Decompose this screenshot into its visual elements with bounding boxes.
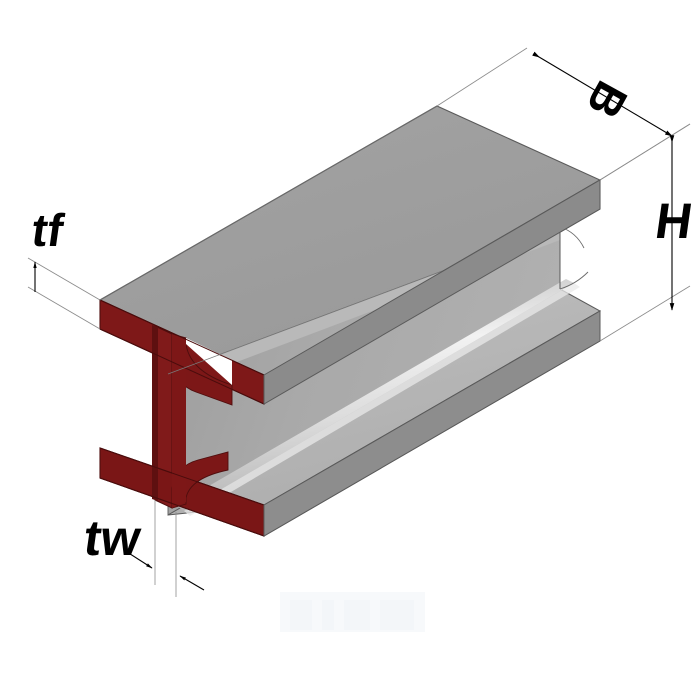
dimension-H: H <box>599 123 696 342</box>
bottom-flange-fillet-highlight <box>176 279 574 511</box>
watermark <box>280 592 425 632</box>
far-end-upper-notch <box>263 179 601 405</box>
far-end-bottom-face <box>263 310 601 537</box>
dimension-B-line <box>532 51 673 137</box>
section-web-left-edge <box>152 325 158 501</box>
profile-outlines <box>99 299 265 537</box>
dimension-tw-line-right <box>179 575 205 591</box>
upper-cavity-interior <box>186 338 232 385</box>
web-far-end-fillet-lower <box>559 271 589 290</box>
dimension-H-extension-bottom <box>599 285 691 342</box>
i-beam-solid <box>98 105 602 537</box>
web-near-face-band <box>172 334 186 508</box>
dimension-tw-line-left <box>126 551 153 569</box>
dimension-H-extension-top <box>599 123 691 181</box>
dimension-tw-label: tw <box>81 510 145 566</box>
dimension-B-extension-1 <box>436 47 528 107</box>
dimension-tf-extension-bottom <box>27 286 101 330</box>
dimension-tw: tw <box>81 500 205 597</box>
top-flange-leading-edge <box>99 105 438 301</box>
dimension-H-label: H <box>652 193 696 249</box>
dimension-tf-extension-top <box>27 257 101 301</box>
bottom-flange-fillet-highlight-2 <box>184 283 580 516</box>
